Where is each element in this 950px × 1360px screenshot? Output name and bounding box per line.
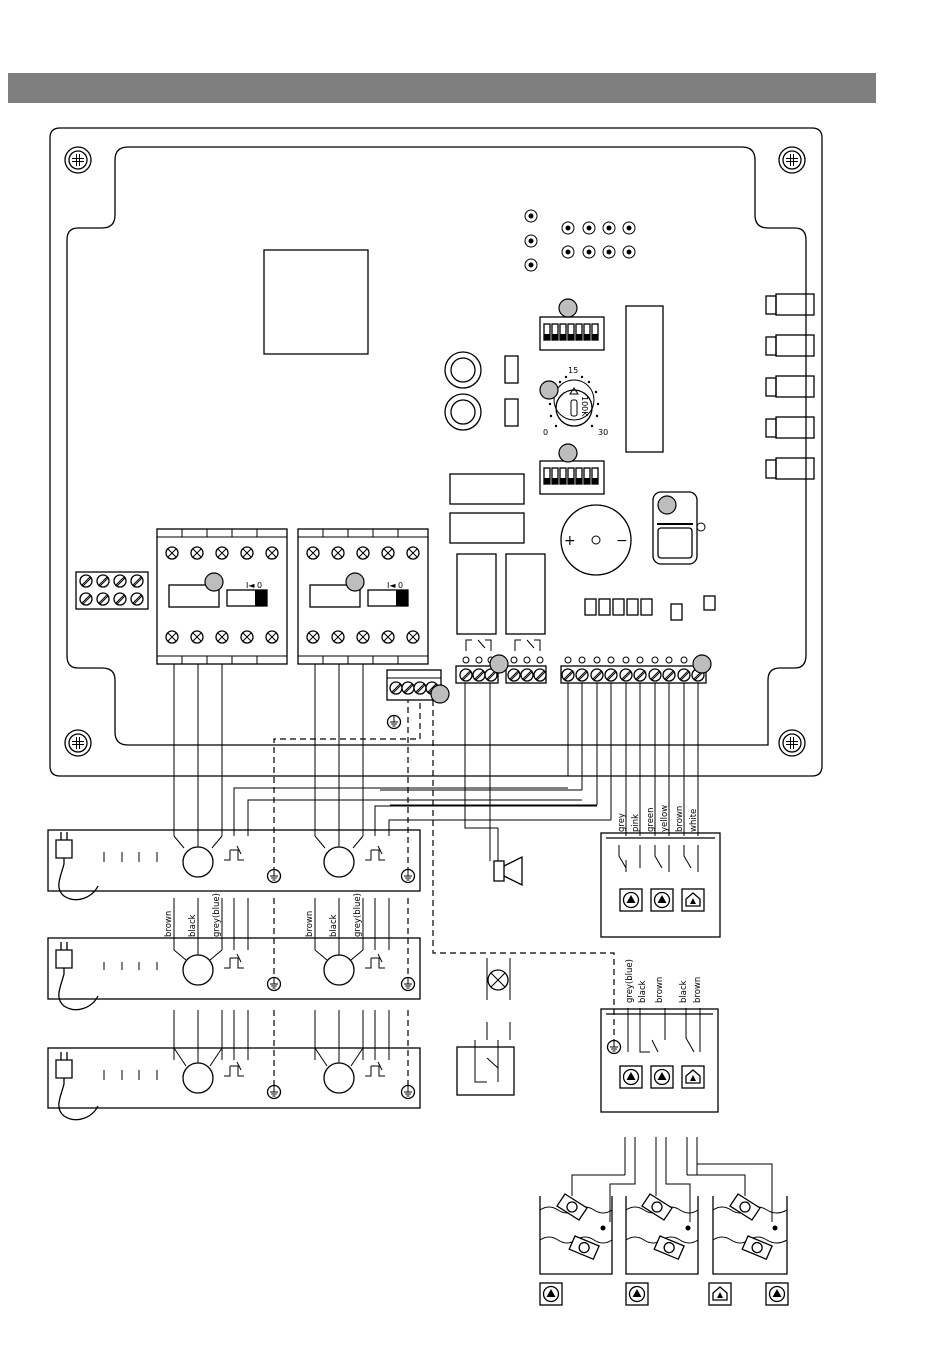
panel-wire-labels: grey pink green yellow brown white xyxy=(617,805,699,832)
wire-label-green: green xyxy=(646,807,656,832)
fuse-holder xyxy=(445,352,481,430)
wire-label-black: black xyxy=(188,914,198,937)
ground-icon xyxy=(268,1086,281,1099)
pump-row-3 xyxy=(48,1010,420,1120)
pump-motor xyxy=(183,955,213,985)
lamp-icon xyxy=(487,958,510,1000)
sensor-terminals xyxy=(561,657,706,683)
ground-icon xyxy=(388,716,401,729)
scale-label-15: 15 xyxy=(568,366,578,375)
wire-label-black: black xyxy=(329,914,339,937)
wire-label-yellow: yellow xyxy=(660,805,670,832)
pump-symbol-icon xyxy=(651,1066,673,1088)
wire-label-brown: brown xyxy=(693,977,703,1003)
ground-icon xyxy=(608,1041,621,1054)
wire-label-grey-blue: grey(blue) xyxy=(353,893,363,937)
alarm-house-icon xyxy=(709,1283,731,1305)
led-group xyxy=(525,210,635,271)
float-tank-1 xyxy=(540,1175,635,1274)
capacitor-block xyxy=(626,306,663,452)
buzzer-minus: − xyxy=(616,533,628,549)
wire-label-brown: brown xyxy=(164,911,174,937)
wire-label-black: black xyxy=(679,980,689,1003)
plug-icon xyxy=(56,1052,98,1120)
plug-icon xyxy=(56,832,98,900)
fuse xyxy=(505,356,518,383)
buzzer: + − xyxy=(561,505,631,575)
pump-row-1 xyxy=(48,830,420,900)
switch-mark: I◄ 0 xyxy=(246,581,262,590)
float-tank-3 xyxy=(687,1164,787,1274)
pump-symbol-icon xyxy=(766,1283,788,1305)
wire-label-grey: grey xyxy=(617,813,627,832)
alarm-house-icon xyxy=(682,889,704,911)
wire-label-black: black xyxy=(638,980,648,1003)
small-components xyxy=(585,596,715,620)
switch-mark: I◄ 0 xyxy=(387,581,403,590)
alarm-house-icon xyxy=(682,1066,704,1088)
relay-block xyxy=(450,474,524,504)
screw-icon xyxy=(65,730,91,756)
pump-motor xyxy=(324,955,354,985)
pump-symbol-icon xyxy=(626,1283,648,1305)
pump-symbol-icon xyxy=(620,1066,642,1088)
wire-label-grey-blue: grey(blue) xyxy=(625,959,635,1003)
pump-motor xyxy=(324,1063,354,1093)
side-connectors xyxy=(766,294,814,479)
horn-icon xyxy=(490,828,522,885)
relays xyxy=(457,554,545,634)
pump-symbol-icon xyxy=(540,1283,562,1305)
external-relay xyxy=(457,1022,514,1095)
float-tank-2 xyxy=(626,1175,698,1274)
pump-symbol-icon xyxy=(651,889,673,911)
dip-switch-2 xyxy=(540,461,604,494)
unit-label: 100K xyxy=(580,396,589,417)
wire-label-brown: brown xyxy=(305,911,315,937)
screw-icon xyxy=(65,147,91,173)
contactor-1: I◄ 0 xyxy=(157,529,287,664)
pump-symbol-icon xyxy=(620,889,642,911)
buzzer-plus: + xyxy=(564,533,576,549)
ground-icon xyxy=(402,1086,415,1099)
screw-icon xyxy=(779,730,805,756)
contactor-2: I◄ 0 xyxy=(298,529,428,664)
scale-label-0: 0 xyxy=(543,428,548,437)
wire-label-pink: pink xyxy=(631,814,641,832)
pump-row-2: brown black grey(blue) brown black grey(… xyxy=(48,893,420,1010)
ground-wires xyxy=(274,700,614,1090)
scale-label-30: 30 xyxy=(598,428,608,437)
rotary-switch: 15 0 30 100K xyxy=(543,366,608,437)
sensor-box-2: grey(blue) black brown black brown xyxy=(601,959,718,1175)
mains-terminal xyxy=(76,572,148,609)
pump-motor xyxy=(324,847,354,877)
fuse xyxy=(505,399,518,426)
pump-motor xyxy=(183,1063,213,1093)
ground-icon xyxy=(402,870,415,883)
wire-label-grey-blue: grey(blue) xyxy=(212,893,222,937)
ground-icon xyxy=(268,870,281,883)
wire-label-white: white xyxy=(689,809,699,832)
ground-icon xyxy=(402,978,415,991)
sensor-box-1 xyxy=(601,833,720,937)
pump-motor xyxy=(183,847,213,877)
screw-icon xyxy=(779,147,805,173)
control-panel-inner xyxy=(67,147,806,745)
dip-switch-1 xyxy=(540,317,604,350)
transformer xyxy=(264,250,368,354)
wire-label-brown: brown xyxy=(655,977,665,1003)
wire-label-brown: brown xyxy=(675,806,685,832)
relay-block xyxy=(450,513,524,543)
ground-icon xyxy=(268,978,281,991)
